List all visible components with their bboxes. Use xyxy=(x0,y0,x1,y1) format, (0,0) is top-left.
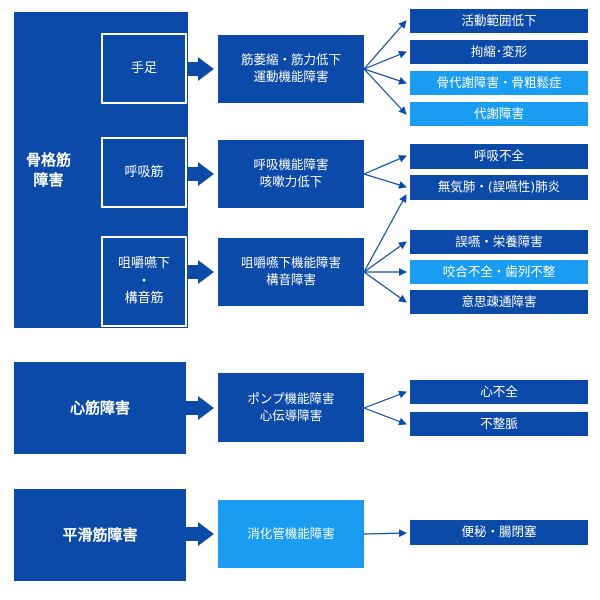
result-contracture: 拘縮･変形 xyxy=(410,40,588,64)
mid-box-swallowing: 咀嚼嚥下機能障害 構音障害 xyxy=(218,238,364,306)
mid-box-smooth: 消化管機能障害 xyxy=(218,500,364,568)
block-arrow-limbs xyxy=(188,57,214,81)
arrow-to-resp-failure xyxy=(363,155,407,175)
mid-box-limbs: 筋萎縮・筋力低下 運動機能障害 xyxy=(218,35,364,103)
arrow-to-contracture xyxy=(363,50,407,70)
group-box-smooth-muscle: 平滑筋障害 xyxy=(14,489,186,581)
arrow-swallow-to-atelectasis xyxy=(363,194,407,273)
arrow-to-communication xyxy=(363,271,407,303)
sub-box-respiratory-muscle: 呼吸筋 xyxy=(101,137,187,208)
result-aspiration: 誤嚥・栄養障害 xyxy=(410,230,588,254)
result-communication: 意思疎通障害 xyxy=(410,290,588,314)
block-arrow-smooth xyxy=(186,522,214,546)
sub-box-masticatory-speech-muscle: 咀嚼嚥下 ・ 構音筋 xyxy=(101,236,187,327)
block-arrow-swallowing xyxy=(188,260,214,284)
arrow-to-heart-failure xyxy=(363,390,407,409)
result-malocclusion: 咬合不全・歯列不整 xyxy=(410,260,588,284)
arrow-to-activity xyxy=(363,20,407,70)
group-box-cardiac-muscle: 心筋障害 xyxy=(14,362,186,454)
arrow-to-arrhythmia xyxy=(363,407,407,426)
mid-box-cardiac: ポンプ機能障害 心伝導障害 xyxy=(218,373,364,442)
arrow-to-metabolic xyxy=(363,68,407,115)
mid-box-respiratory: 呼吸機能障害 咳嗽力低下 xyxy=(218,140,364,208)
result-bone-metabolism: 骨代謝障害・骨粗鬆症 xyxy=(410,71,588,95)
result-arrhythmia: 不整脈 xyxy=(410,412,588,436)
arrow-to-atelectasis xyxy=(363,173,407,189)
result-heart-failure: 心不全 xyxy=(410,380,588,404)
block-arrow-cardiac xyxy=(186,396,214,420)
result-constipation: 便秘・腸閉塞 xyxy=(410,520,588,545)
block-arrow-respiratory xyxy=(188,162,214,186)
arrow-to-constipation xyxy=(363,529,407,538)
result-respiratory-failure: 呼吸不全 xyxy=(410,144,588,169)
result-metabolic-disorder: 代謝障害 xyxy=(410,102,588,126)
result-atelectasis: 無気肺・(誤嚥性)肺炎 xyxy=(410,175,588,200)
sub-box-limbs: 手足 xyxy=(101,33,187,104)
arrow-to-aspiration xyxy=(363,241,407,273)
arrow-to-bone xyxy=(363,68,407,85)
result-activity-decline: 活動範囲低下 xyxy=(410,9,588,33)
